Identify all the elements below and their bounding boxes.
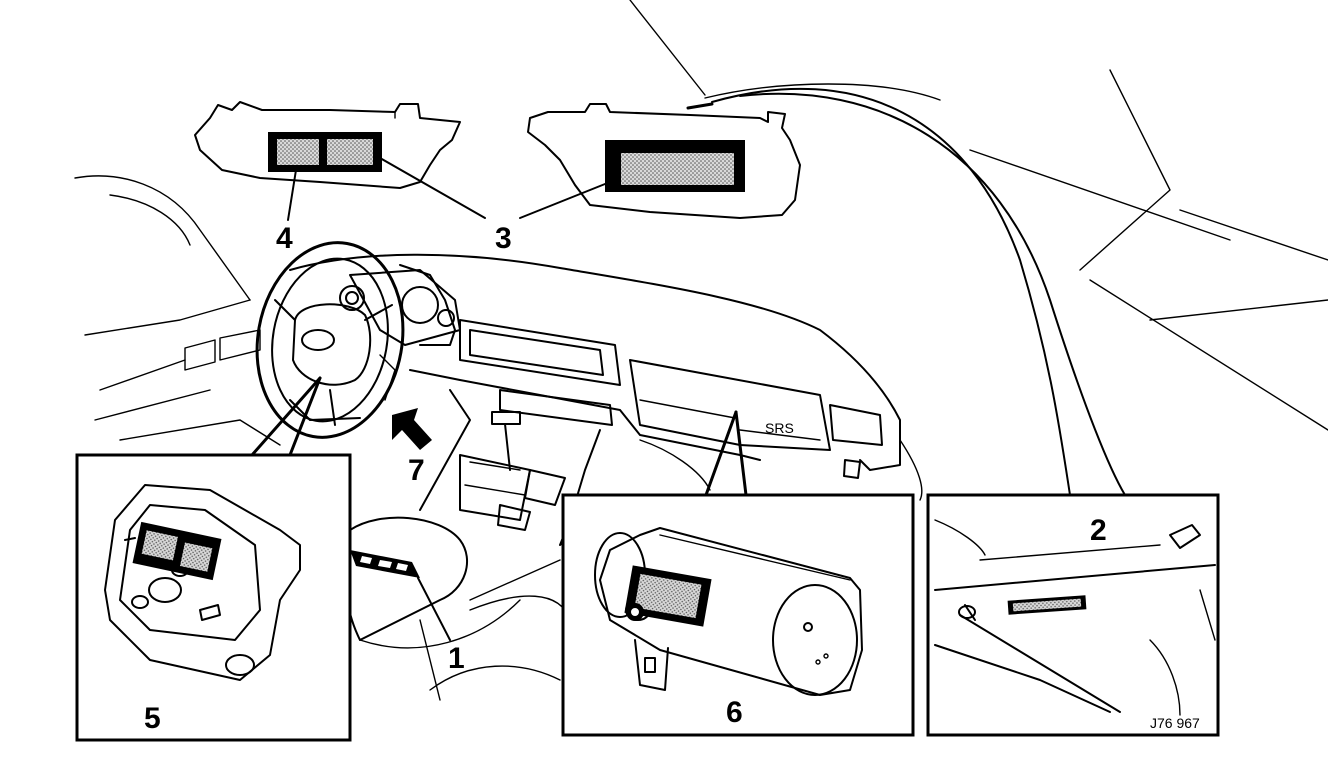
callout-4: 4 bbox=[276, 222, 293, 255]
srs-badge: SRS bbox=[765, 420, 794, 436]
callout-5: 5 bbox=[144, 702, 161, 735]
direction-arrow-7 bbox=[392, 408, 432, 450]
leader-3a bbox=[379, 157, 486, 219]
leader-3b bbox=[519, 181, 611, 219]
right-sun-visor bbox=[527, 103, 801, 219]
leader-1 bbox=[417, 577, 451, 641]
visor-label-3-patch bbox=[619, 151, 736, 187]
cabin-outline bbox=[74, 0, 1328, 446]
mirror-mount bbox=[686, 83, 941, 110]
leader-4 bbox=[287, 169, 297, 221]
callout-numbers: 1 2 3 4 5 6 7 bbox=[144, 222, 1107, 735]
visor-label-4-left-patch bbox=[275, 137, 321, 167]
callout-1: 1 bbox=[448, 642, 465, 675]
callout-7: 7 bbox=[408, 454, 425, 487]
inset-steering-airbag bbox=[75, 453, 352, 742]
callout-3: 3 bbox=[495, 222, 512, 255]
callout-6: 6 bbox=[726, 696, 743, 729]
callout-2: 2 bbox=[1090, 514, 1107, 547]
drawing-reference-code: J76 967 bbox=[1150, 715, 1200, 731]
inset-headliner bbox=[926, 493, 1220, 737]
inset-passenger-airbag bbox=[561, 493, 915, 737]
left-sun-visor bbox=[194, 101, 461, 189]
roof-leader bbox=[711, 87, 1126, 496]
visor-label-4-right-patch bbox=[325, 137, 375, 167]
steering-wheel bbox=[255, 241, 405, 439]
